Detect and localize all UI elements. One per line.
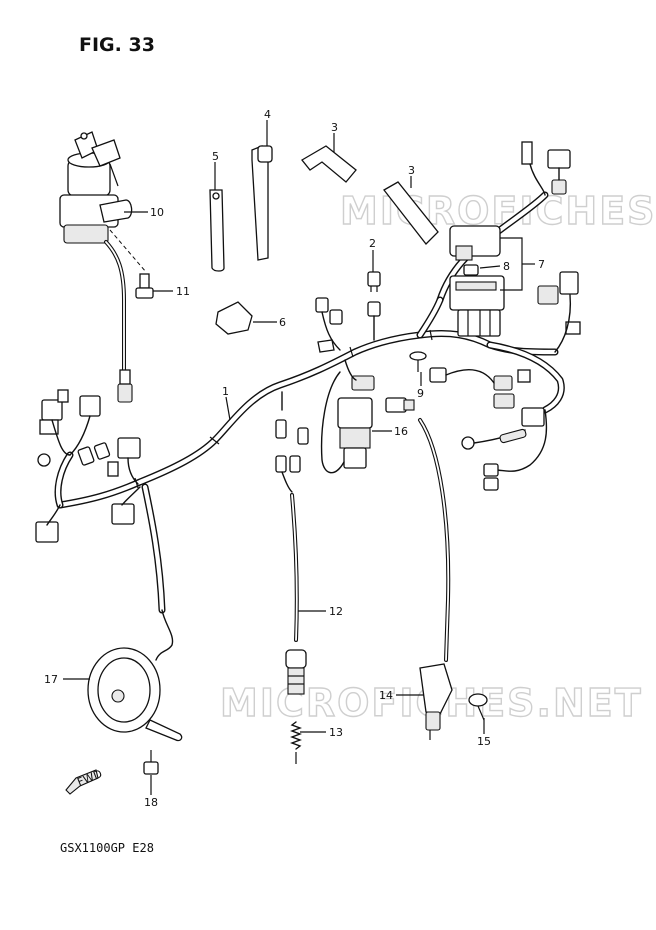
callout-3-lower: 3 — [408, 164, 415, 177]
leader-dash — [109, 229, 147, 273]
harness-clamp-4[interactable] — [251, 145, 273, 261]
callout-1: 1 — [222, 385, 229, 398]
callout-14: 14 — [379, 689, 393, 702]
callout-12: 12 — [329, 605, 343, 618]
main-wiring-harness[interactable] — [54, 191, 565, 614]
screw-9[interactable] — [409, 351, 427, 372]
callout-18: 18 — [144, 796, 158, 809]
ignition-switch[interactable] — [59, 131, 133, 403]
callout-13: 13 — [329, 726, 343, 739]
callout-16: 16 — [394, 425, 408, 438]
left-connector-cluster[interactable] — [35, 389, 141, 543]
callout-4: 4 — [264, 108, 271, 121]
figure-title: FIG. 33 — [79, 34, 155, 56]
callout-7: 7 — [538, 258, 545, 271]
fwd-label: FWD — [75, 767, 104, 789]
relay-16[interactable] — [320, 371, 373, 474]
fuse-box-7[interactable] — [449, 225, 505, 337]
bolt-15[interactable] — [468, 693, 488, 721]
switch-connector[interactable] — [385, 397, 415, 413]
brake-light-switch-12[interactable] — [275, 391, 309, 695]
callout-11: 11 — [176, 285, 190, 298]
callout-3-upper: 3 — [331, 121, 338, 134]
spring-13[interactable] — [290, 721, 302, 764]
callout-5: 5 — [212, 150, 219, 163]
rubber-cover-3-lower[interactable] — [383, 181, 439, 245]
model-code: GSX1100GP E28 — [60, 841, 154, 855]
fuse-2[interactable] — [367, 271, 381, 292]
callout-numbers: 1 2 3 3 4 5 6 7 8 9 10 11 12 13 14 15 16… — [44, 108, 545, 809]
right-connector-cluster[interactable] — [429, 271, 581, 427]
rear-brake-switch-14[interactable] — [418, 418, 453, 740]
forward-arrow-icon: FWD — [65, 767, 104, 795]
callout-15: 15 — [477, 735, 491, 748]
callout-6: 6 — [279, 316, 286, 329]
ground-terminal[interactable] — [461, 409, 548, 491]
callout-leaders — [63, 120, 535, 795]
top-right-connector[interactable] — [521, 141, 571, 196]
bolt-11[interactable] — [135, 273, 154, 299]
rubber-cover-3-upper[interactable] — [301, 145, 357, 183]
middle-connectors[interactable] — [315, 297, 381, 391]
callout-9: 9 — [417, 387, 424, 400]
bolt-18[interactable] — [143, 750, 159, 775]
callout-8: 8 — [503, 260, 510, 273]
horn-17[interactable] — [87, 609, 183, 742]
callout-10: 10 — [150, 206, 164, 219]
fuse-8[interactable] — [463, 264, 479, 276]
harness-clamp-6[interactable] — [215, 301, 253, 335]
callout-2: 2 — [369, 237, 376, 250]
harness-clamp-5[interactable] — [209, 189, 225, 272]
callout-17: 17 — [44, 673, 58, 686]
